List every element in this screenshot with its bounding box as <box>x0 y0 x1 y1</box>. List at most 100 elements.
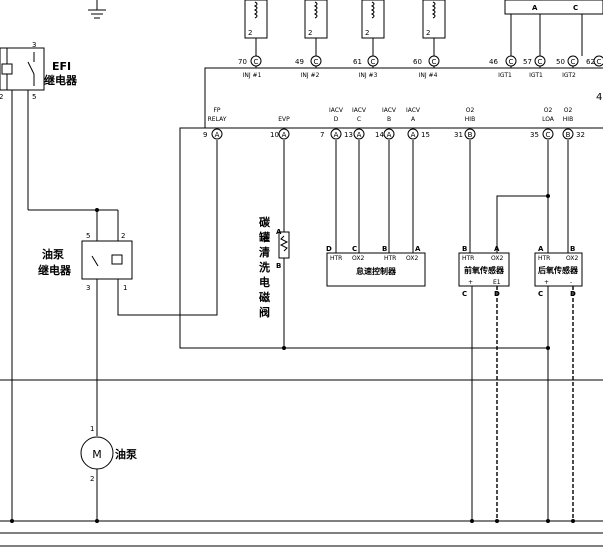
pin-letter: A <box>411 131 416 139</box>
efi-relay-label-line1: EFI <box>52 60 71 73</box>
ecu-pin-62: C 62 <box>586 55 603 67</box>
front-o2-sub: HTR <box>462 255 474 262</box>
valve-label-char-2: 罐 <box>258 230 270 244</box>
efi-relay-pin-3: 3 <box>32 41 36 49</box>
rear-o2-sensor: A B HTR OX2 后氧传感器 + - C D <box>534 245 583 298</box>
front-o2-pin-b: B <box>462 245 467 253</box>
pin-signal: IACV <box>329 107 344 114</box>
pin-letter: C <box>509 58 514 66</box>
motor-symbol: M <box>92 448 102 461</box>
pin-number: 15 <box>421 131 430 139</box>
rear-o2-pin-a: A <box>538 245 544 253</box>
iacv-pin-b: B <box>382 245 387 253</box>
ecu-pin-inj2: C 49 INJ #2 <box>295 55 322 79</box>
pin-signal: O2 <box>544 107 553 114</box>
pin-number: 7 <box>320 131 324 139</box>
fuel-pump-motor: M 1 2 油泵 <box>80 425 137 483</box>
injector-coil-1: 2 <box>244 0 268 56</box>
pin-signal: INJ #1 <box>243 72 262 79</box>
ecu-pin-iacv-d: IACV D A 7 <box>320 107 344 140</box>
pin-number: 9 <box>203 131 207 139</box>
pin-signal: O2 <box>466 107 475 114</box>
pin-signal: INJ #2 <box>301 72 320 79</box>
coil-pin: 2 <box>248 29 252 37</box>
junction-dot <box>95 519 99 523</box>
ecu-outline <box>204 67 603 129</box>
ecu-edge-number: 4 <box>596 92 602 103</box>
iacv-sub: HTR <box>384 255 396 262</box>
pin-signal: IACV <box>382 107 397 114</box>
pin-signal: A <box>411 116 416 123</box>
pin-number: 49 <box>295 58 304 66</box>
pin-signal: IACV <box>406 107 421 114</box>
pin-number: 10 <box>270 131 279 139</box>
iacv-pin-d: D <box>326 245 332 253</box>
wire-o2-front-sig <box>496 195 548 253</box>
pin-letter: C <box>371 58 376 66</box>
efi-relay-pin-2: 2 <box>0 93 3 101</box>
junction-dot <box>546 346 550 350</box>
pump-label: 油泵 <box>115 447 137 461</box>
ecu-pin-fp-relay: FP RELAY A 9 <box>203 107 227 140</box>
pin-signal: FP <box>213 107 220 114</box>
pin-number: 60 <box>413 58 422 66</box>
pin-signal: RELAY <box>208 116 227 123</box>
valve-label-char-1: 碳 <box>259 215 271 229</box>
pin-signal: IGT1 <box>498 72 512 79</box>
front-o2-sub: + <box>468 279 473 286</box>
pump-relay-pin-5: 5 <box>86 232 90 240</box>
pin-signal: D <box>334 116 339 123</box>
pin-signal: INJ #3 <box>359 72 378 79</box>
pin-number: 61 <box>353 58 362 66</box>
rear-o2-pin-c: C <box>538 290 543 298</box>
canister-purge-valve: A B 碳 罐 清 洗 电 磁 阀 <box>258 215 290 319</box>
iacv-pin-a: A <box>415 245 421 253</box>
wire-ecu-return-loop <box>179 127 548 349</box>
front-o2-sensor: B A HTR OX2 前氧传感器 + E1 C D <box>458 245 510 298</box>
motor-pin-2: 2 <box>90 475 94 483</box>
pin-letter: A <box>357 131 362 139</box>
pin-letter: A <box>215 131 220 139</box>
valve-label-char-5: 电 <box>259 275 270 289</box>
pin-number: 46 <box>489 58 498 66</box>
pin-letter: C <box>254 58 259 66</box>
pin-signal: INJ #4 <box>419 72 438 79</box>
coil-pin: 2 <box>426 29 430 37</box>
idle-air-controller: D C B A HTR OX2 HTR OX2 怠速控制器 <box>326 245 426 287</box>
junction-dot <box>10 519 14 523</box>
front-o2-label: 前氧传感器 <box>464 265 505 275</box>
pin-letter: C <box>597 58 602 66</box>
pump-relay-label-line1: 油泵 <box>42 247 64 261</box>
pin-number: 57 <box>523 58 532 66</box>
pin-letter: A <box>387 131 392 139</box>
junction-dot <box>546 194 550 198</box>
rear-o2-label: 后氧传感器 <box>538 265 579 275</box>
pin-number: 35 <box>530 131 539 139</box>
pin-number: 32 <box>576 131 585 139</box>
pin-letter: C <box>546 131 551 139</box>
ecu-pin-igt2: C 50 IGT2 <box>556 55 579 79</box>
valve-label-char-4: 洗 <box>259 260 270 274</box>
front-o2-sub: OX2 <box>491 255 503 262</box>
pump-relay-pin-2: 2 <box>121 232 125 240</box>
valve-label-char-6: 磁 <box>259 290 270 304</box>
valve-label-char-3: 清 <box>259 245 270 259</box>
pin-letter: B <box>566 131 571 139</box>
pin-signal: HIB <box>563 116 573 123</box>
pin-letter: C <box>432 58 437 66</box>
pin-letter: A <box>334 131 339 139</box>
pin-number: 70 <box>238 58 247 66</box>
pin-signal: EVP <box>278 116 290 123</box>
front-o2-sub: E1 <box>493 279 501 286</box>
coil-pin: 2 <box>308 29 312 37</box>
ecu-pin-inj1: C 70 INJ #1 <box>238 55 262 79</box>
rear-o2-pin-b: B <box>570 245 575 253</box>
ecu-top-pin-row: C 70 INJ #1 C 49 INJ #2 C 61 INJ #3 C 60… <box>238 55 603 79</box>
rear-o2-sub: HTR <box>538 255 550 262</box>
rear-o2-sub: - <box>570 279 572 286</box>
iacv-label: 怠速控制器 <box>356 266 397 276</box>
front-o2-pin-c: C <box>462 290 467 298</box>
pin-signal: B <box>387 116 391 123</box>
efi-relay-pin-5: 5 <box>32 93 36 101</box>
pin-letter: C <box>314 58 319 66</box>
